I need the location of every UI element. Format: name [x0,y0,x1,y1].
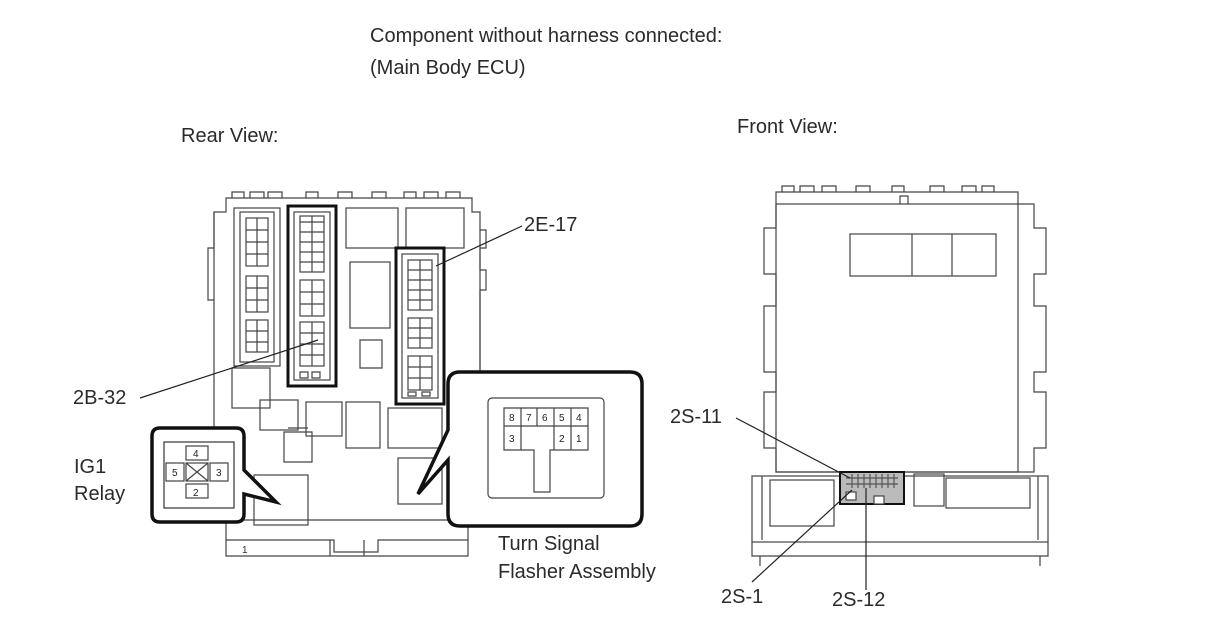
ig1-pin-4: 4 [193,449,199,460]
ts-pin-1: 1 [576,434,582,445]
ig1-relay-label-line2: Relay [74,483,126,505]
bottom-mark: 1 [242,545,248,556]
ts-pin-5: 5 [559,413,565,424]
ts-pin-8: 8 [509,413,515,424]
ig1-pin-numbers: 4 5 3 2 [172,449,222,499]
connector-2b [286,204,338,388]
callout-2s-1: 2S-1 [721,586,764,608]
ig1-pin-5: 5 [172,468,178,479]
callout-2e-17: 2E-17 [524,214,578,236]
callout-2b-32: 2B-32 [73,387,127,409]
callout-2s-11: 2S-11 [670,406,722,428]
ts-pin-7: 7 [526,413,532,424]
ts-pin-4: 4 [576,413,582,424]
connector-left [233,207,281,367]
turn-signal-label-line2: Flasher Assembly [498,561,656,583]
front-view-label: Front View: [737,116,838,138]
ig1-pin-3: 3 [216,468,222,479]
callout-2s-12: 2S-12 [832,589,886,611]
diagram-title: Component without harness connected: [370,25,723,47]
ts-pin-3: 3 [509,434,515,445]
turn-signal-pin-numbers: 8 7 6 5 4 3 2 1 [509,413,582,445]
turn-signal-label-line1: Turn Signal [498,533,600,555]
ig1-relay-detail [150,426,282,524]
connector-2e [394,246,446,406]
diagram-subtitle: (Main Body ECU) [370,57,526,79]
ig1-pin-2: 2 [193,488,199,499]
turn-signal-detail [416,370,644,528]
ts-pin-2: 2 [559,434,565,445]
ts-pin-6: 6 [542,413,548,424]
rear-view-label: Rear View: [181,125,279,147]
ig1-relay-label-line1: IG1 [74,456,107,478]
front-ecu-body [751,185,1049,566]
